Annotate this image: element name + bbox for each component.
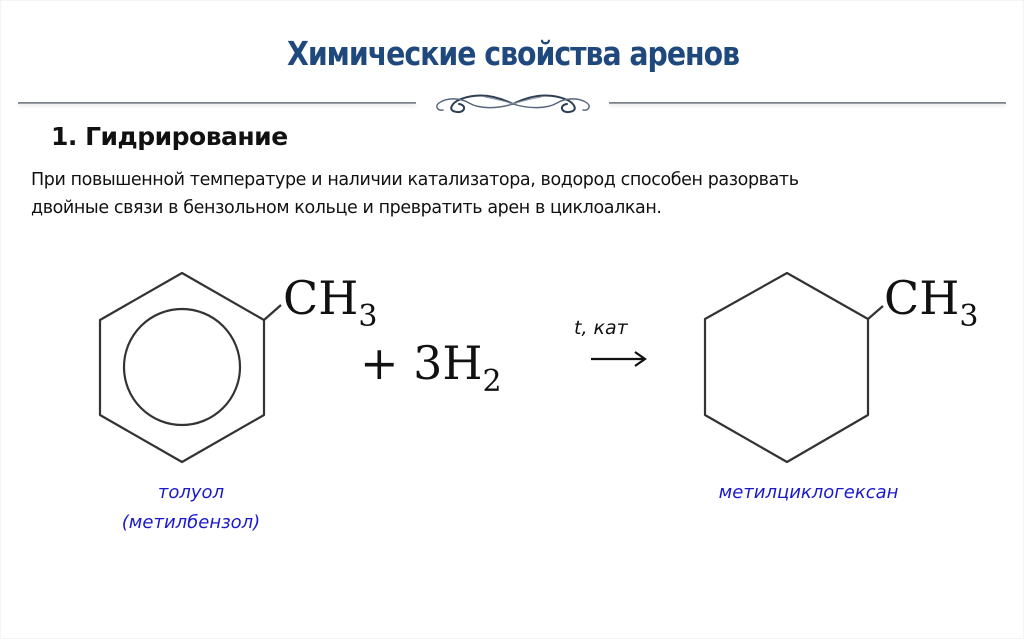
title-divider-left (18, 102, 416, 104)
methylbenzene-label: (метилбензол) (121, 512, 261, 533)
benzene-ring-icon (98, 271, 282, 464)
slide-title: Химические свойства аренов (286, 34, 740, 73)
product-name-label: метилциклогексан (718, 482, 899, 503)
reactant-name-label: толуол (метилбензол) (81, 478, 301, 538)
ornament-flourish-icon (436, 94, 590, 114)
cyclohexane-ring-icon (703, 271, 884, 464)
paragraph-line: двойные связи в бензольном кольце и прев… (31, 198, 662, 218)
section-heading: 1. Гидрирование (51, 122, 288, 151)
hydrogen-reagent: + 3H2 (360, 336, 502, 399)
right-arrow-icon (591, 351, 647, 367)
title-divider-right (609, 102, 1006, 104)
toluene-label: толуол (157, 482, 225, 503)
reactant-methyl-group: CH3 (283, 271, 378, 334)
paragraph-line: При повышенной температуре и наличии кат… (31, 170, 799, 190)
product-methyl-group: CH3 (884, 271, 979, 334)
description-paragraph: При повышенной температуре и наличии кат… (31, 166, 1011, 222)
reaction-conditions: t, кат (574, 317, 628, 339)
